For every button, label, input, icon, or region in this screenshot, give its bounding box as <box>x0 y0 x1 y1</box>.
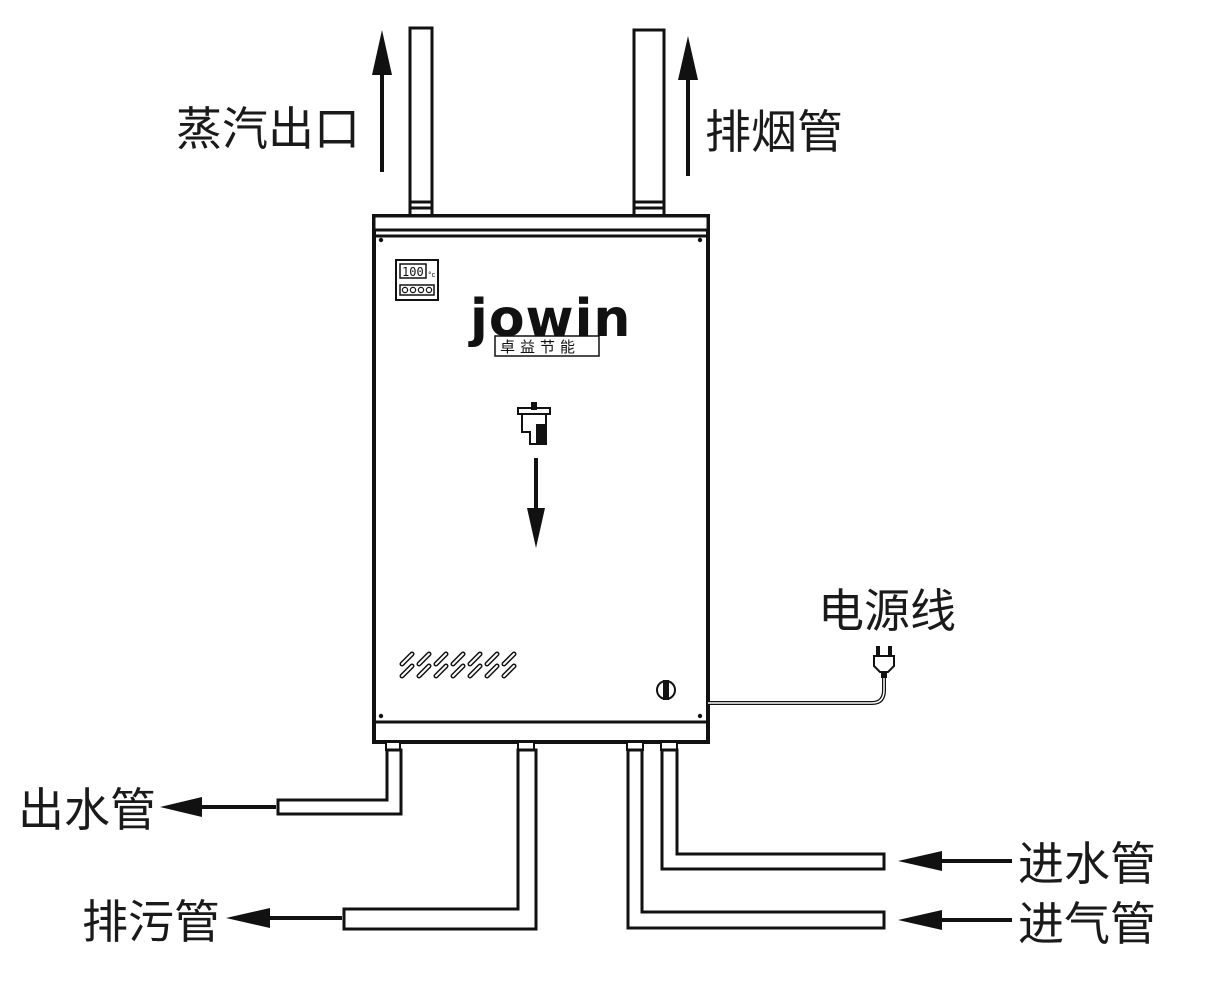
vent-slot-highlight <box>435 653 447 665</box>
vent-slot-highlight <box>401 653 413 665</box>
water-inlet-pipe <box>660 748 886 871</box>
vent-slot-highlight <box>418 653 430 665</box>
temperature-display: 100 <box>402 265 424 279</box>
power-cord-label: 电源线 <box>818 584 956 638</box>
drain-pipe <box>342 748 538 931</box>
water-outlet-pipe <box>276 748 403 816</box>
flue-pipe-label: 排烟管 <box>705 105 843 159</box>
vent-slot-highlight <box>503 665 515 677</box>
control-panel: 100 °c <box>395 259 439 301</box>
vent-slot-highlight <box>418 665 430 677</box>
gas-inlet-pipe <box>626 748 886 930</box>
power-cord <box>708 672 886 705</box>
vent-slot-highlight <box>452 665 464 677</box>
vent-slot-highlight <box>435 665 447 677</box>
steam-outlet-pipe <box>408 26 434 218</box>
water-outlet-label: 出水管 <box>18 783 156 837</box>
vent-slot-highlight <box>469 665 481 677</box>
vent-slot-highlight <box>452 653 464 665</box>
faucet-down-arrow-icon <box>527 458 545 548</box>
flue-up-arrow-icon <box>678 36 698 176</box>
ventilation-grille <box>399 651 517 679</box>
water-inlet-arrow-icon <box>898 851 1012 871</box>
steam-outlet-label: 蒸汽出口 <box>176 102 360 156</box>
water-inlet-label: 进水管 <box>1018 837 1156 891</box>
gas-inlet-label: 进气管 <box>1018 897 1156 951</box>
flue-pipe <box>632 28 666 218</box>
vent-slot-highlight <box>503 653 515 665</box>
drain-arrow-icon <box>226 908 342 928</box>
water-outlet-arrow-icon <box>160 797 276 817</box>
power-switch-icon <box>656 680 676 700</box>
vent-slot-highlight <box>401 665 413 677</box>
steam-up-arrow-icon <box>372 30 392 172</box>
brand-logo: jowin 卓益节能 <box>468 289 630 357</box>
vent-slot-highlight <box>486 653 498 665</box>
gas-inlet-arrow-icon <box>898 910 1012 930</box>
faucet-icon <box>517 402 551 445</box>
brand-subtitle: 卓益节能 <box>500 338 580 356</box>
vent-slot-highlight <box>486 665 498 677</box>
power-plug-icon <box>873 646 895 678</box>
drain-pipe-label: 排污管 <box>82 895 220 949</box>
temperature-unit: °c <box>428 271 436 279</box>
vent-slot-highlight <box>469 653 481 665</box>
